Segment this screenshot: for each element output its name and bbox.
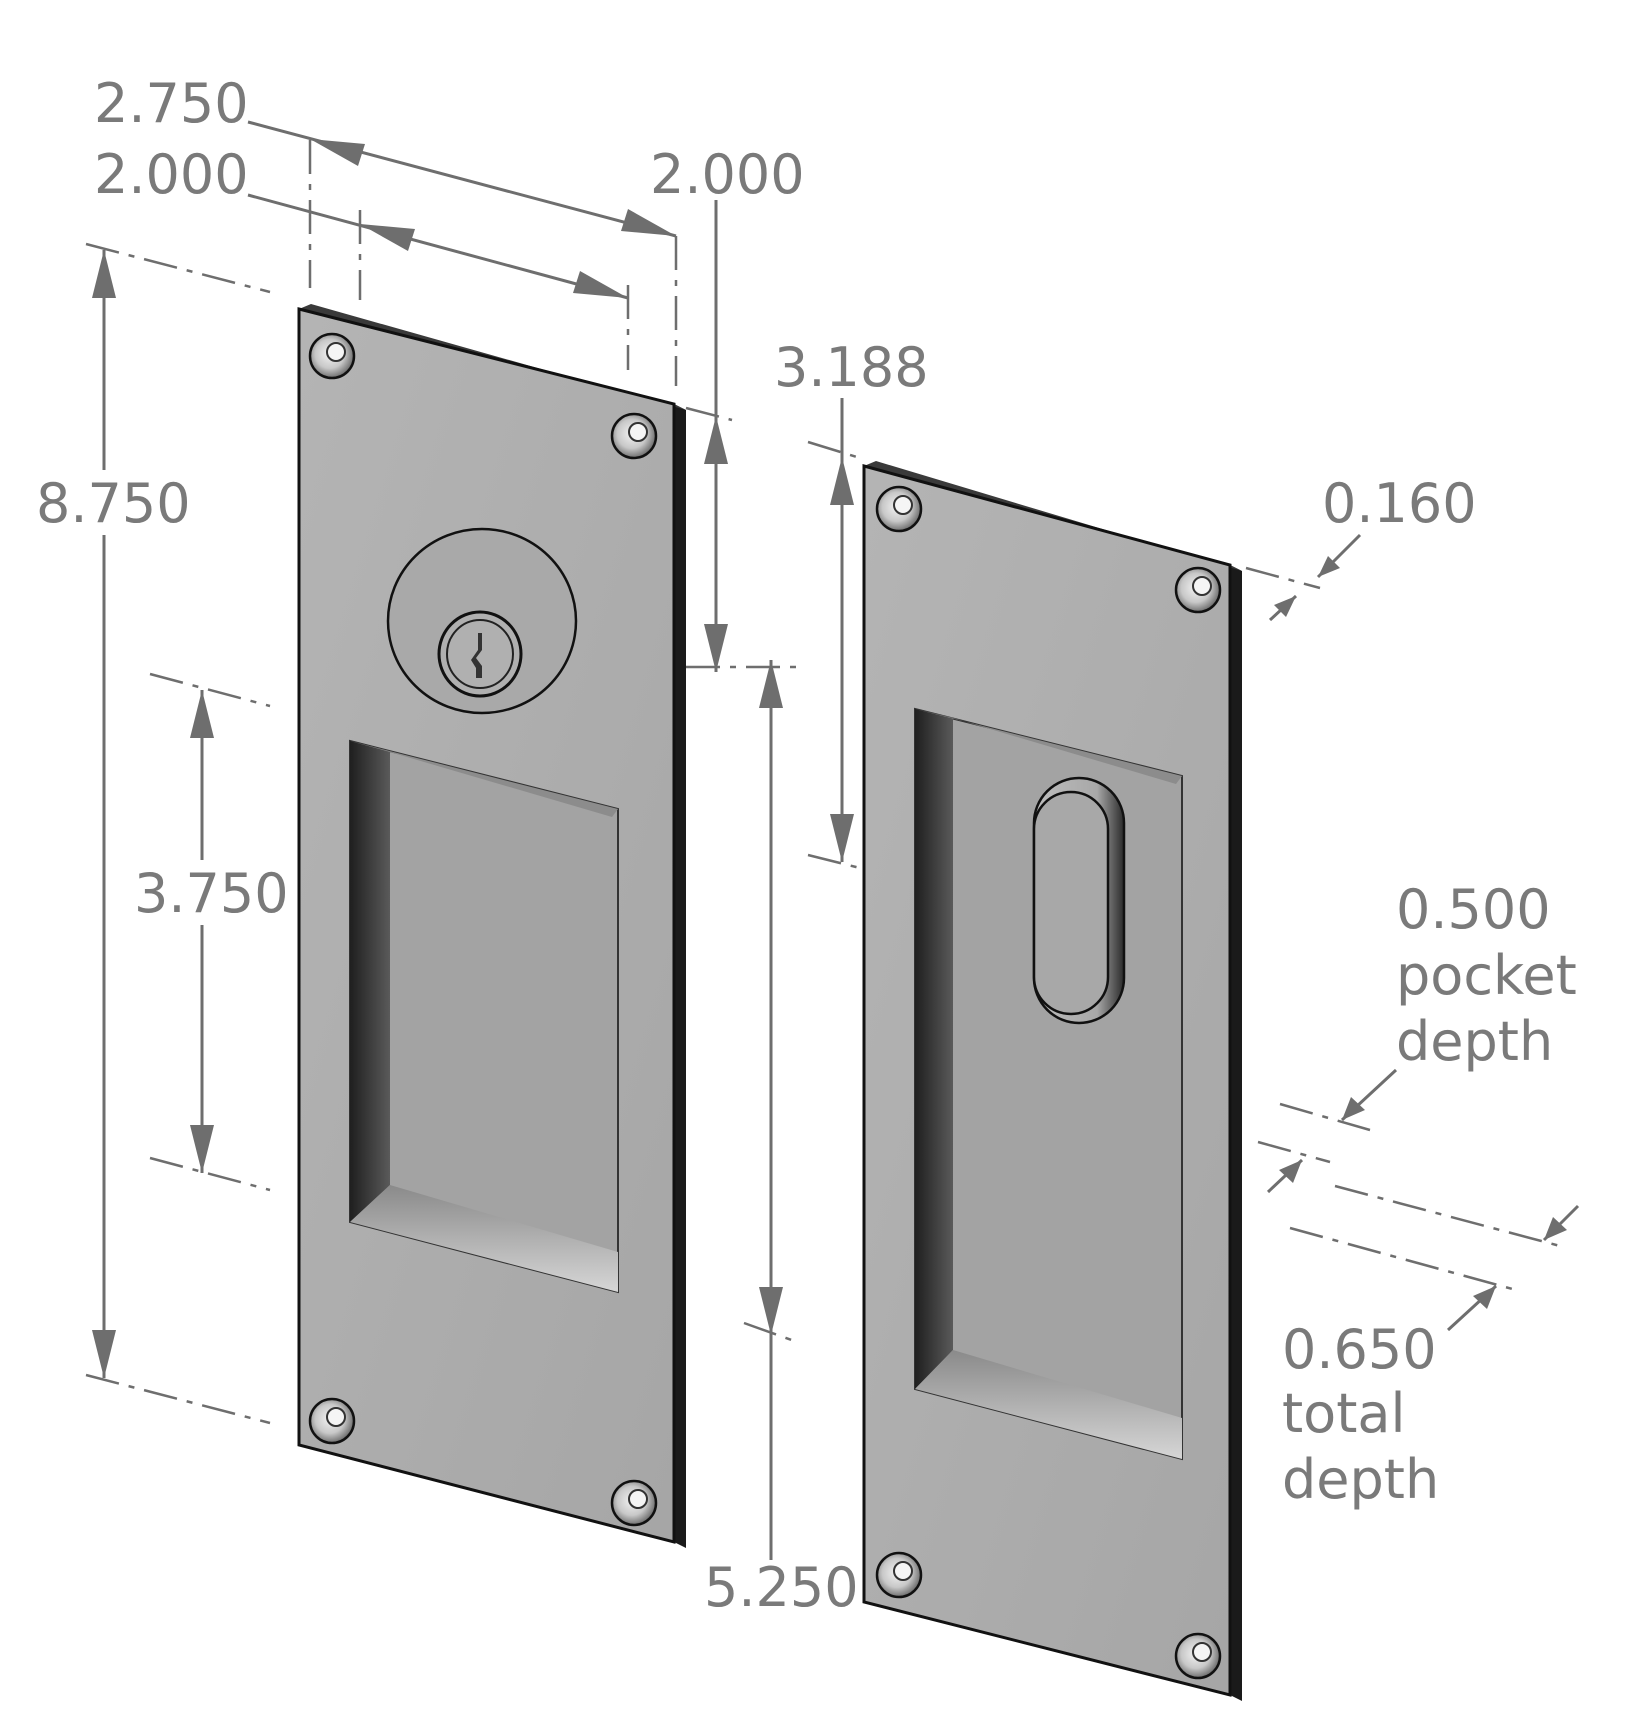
dim-pocket-height: 3.750 xyxy=(134,862,289,925)
dim-right-offset: 2.000 xyxy=(650,143,805,206)
dim-width-overall: 2.750 xyxy=(94,72,249,135)
left-plate-edge xyxy=(674,404,686,1548)
right-screw-holes xyxy=(875,485,1222,1680)
dim-right-pocket-top: 3.188 xyxy=(774,336,929,399)
left-screw-holes xyxy=(308,332,658,1527)
dim-total-depth-line1: total xyxy=(1282,1382,1405,1445)
keyway-icon xyxy=(471,633,482,678)
dim-pocket-depth-line2: depth xyxy=(1396,1010,1553,1073)
left-faceplate-keyed xyxy=(297,304,686,1548)
dimension-labels: 2.750 2.000 2.000 3.188 8.750 0.160 3.75… xyxy=(36,72,1577,1619)
thumb-turn xyxy=(1032,776,1126,1025)
right-faceplate-thumbturn xyxy=(862,461,1242,1701)
dim-height-overall: 8.750 xyxy=(36,472,191,535)
dim-pocket-bottom: 5.250 xyxy=(704,1556,859,1619)
dim-width-left-inner: 2.000 xyxy=(94,143,249,206)
dimension-lines xyxy=(85,120,1580,1560)
left-finger-pocket xyxy=(349,739,619,1294)
dim-faceplate-thickness: 0.160 xyxy=(1322,472,1477,535)
dim-total-depth-line2: depth xyxy=(1282,1448,1439,1511)
dim-pocket-depth-value: 0.500 xyxy=(1396,878,1551,941)
key-cylinder xyxy=(386,527,578,715)
dim-total-depth-value: 0.650 xyxy=(1282,1318,1437,1381)
right-plate-edge xyxy=(1230,565,1242,1701)
dim-pocket-depth-line1: pocket xyxy=(1396,944,1577,1007)
